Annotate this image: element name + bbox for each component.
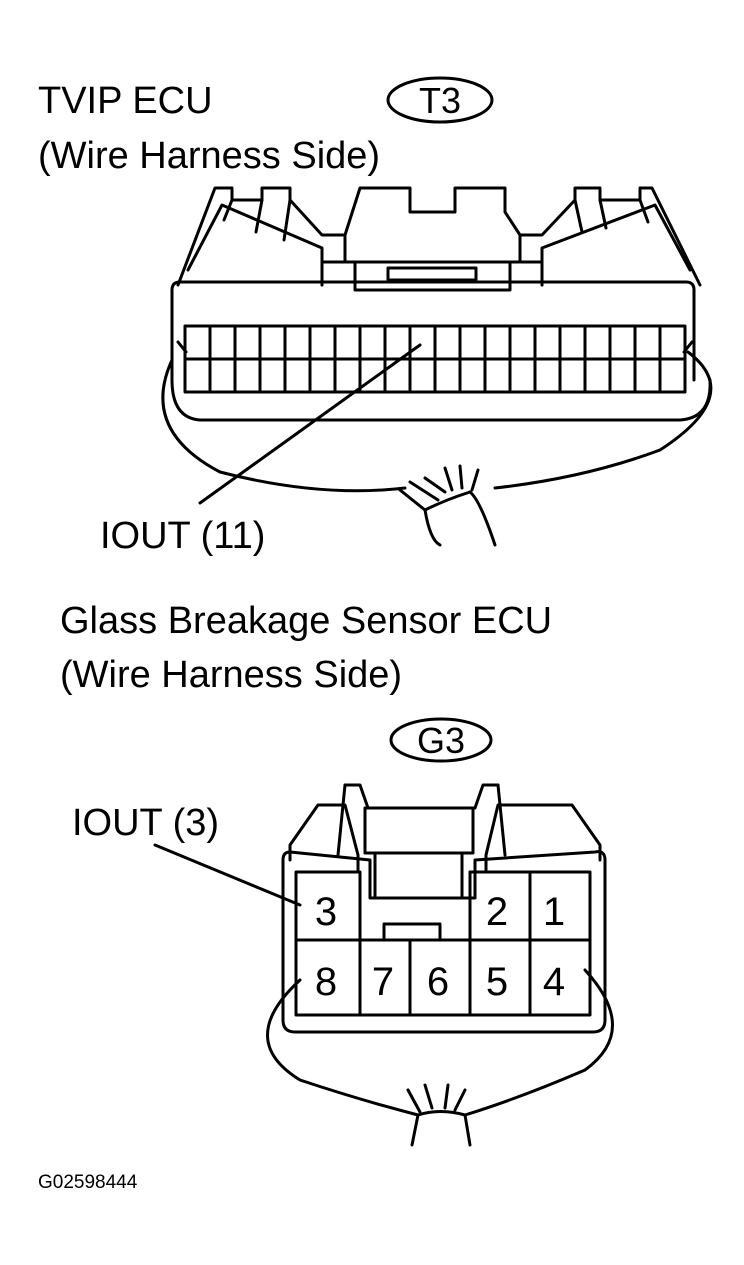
g3-title: Glass Breakage Sensor ECU — [60, 600, 553, 642]
g3-pin-3: 3 — [315, 890, 337, 934]
g3-pin-8: 8 — [315, 960, 337, 1004]
g3-pin-5: 5 — [486, 960, 508, 1004]
t3-callout-leader — [198, 343, 422, 505]
g3-code-ellipse — [389, 717, 493, 763]
g3-pin-4: 4 — [543, 960, 565, 1004]
t3-subtitle: (Wire Harness Side) — [38, 135, 381, 177]
t3-connector — [161, 76, 713, 547]
figure-id: G02598444 — [38, 1172, 138, 1193]
g3-callout-label: IOUT (3) — [72, 802, 220, 844]
g3-callout-leader — [153, 843, 302, 907]
g3-pin-6: 6 — [427, 960, 449, 1004]
g3-connector — [153, 717, 614, 1147]
t3-callout-label: IOUT (11) — [100, 515, 266, 557]
g3-code-text: G3 — [417, 720, 465, 761]
g3-subtitle: (Wire Harness Side) — [60, 654, 403, 696]
t3-title: TVIP ECU — [38, 80, 213, 122]
t3-pin-dividers — [208, 324, 662, 394]
t3-code-ellipse — [386, 76, 494, 124]
g3-pin-1: 1 — [543, 890, 565, 934]
t3-code-text: T3 — [419, 80, 461, 121]
g3-pin-2: 2 — [486, 890, 508, 934]
g3-pin-7: 7 — [372, 960, 394, 1004]
